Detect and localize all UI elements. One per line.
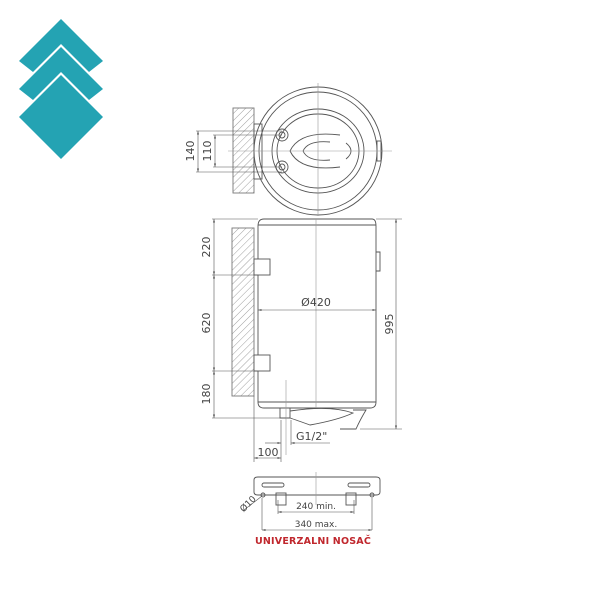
max-span-label: 340 max. xyxy=(295,520,338,530)
dim-140: 140 xyxy=(184,141,197,162)
thread-label: G1/2" xyxy=(296,430,327,443)
side-view xyxy=(212,218,402,462)
hole-diameter-label: Ø10 xyxy=(238,494,259,515)
diameter-label: Ø420 xyxy=(301,296,331,309)
height-label: 995 xyxy=(383,314,396,335)
bracket-view xyxy=(243,472,381,532)
dim-220: 220 xyxy=(200,237,213,258)
dim-180: 180 xyxy=(200,384,213,405)
min-span-label: 240 min. xyxy=(296,502,336,512)
top-view xyxy=(196,83,392,216)
stacked-chevrons-diamond-icon xyxy=(19,19,103,159)
brand-logo xyxy=(19,19,103,159)
dim-620: 620 xyxy=(200,313,213,334)
bracket-caption: UNIVERZALNI NOSAČ xyxy=(254,536,372,547)
dim-110: 110 xyxy=(201,141,214,162)
wall-offset-label: 100 xyxy=(258,446,279,459)
